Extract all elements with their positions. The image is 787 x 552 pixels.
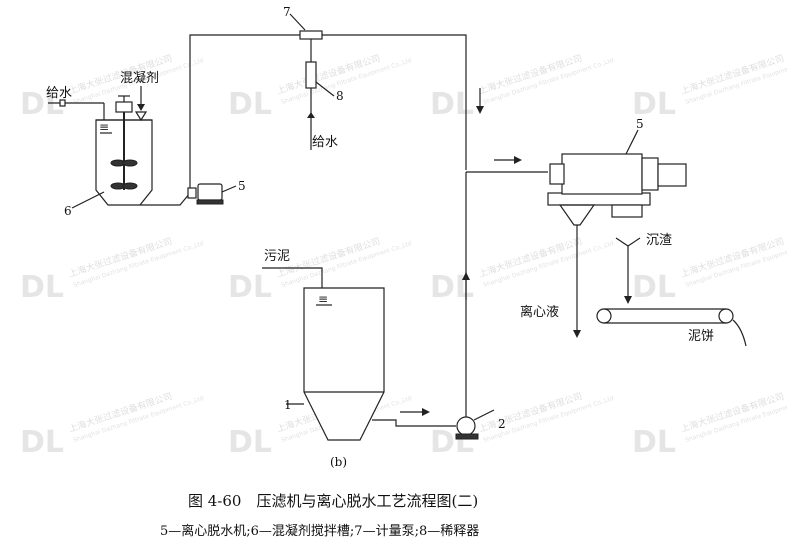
- sediment-drop: [615, 237, 641, 304]
- label-water-in-left: 给水: [46, 86, 72, 101]
- label-sludge: 污泥: [264, 249, 290, 264]
- number-1: 1: [284, 398, 292, 412]
- label-coagulant: 混凝剂: [120, 70, 159, 86]
- sludge-pump-2: [455, 409, 495, 440]
- number-2: 2: [498, 417, 506, 431]
- watermark-logo: DL: [632, 87, 676, 122]
- caption-legend: 5—离心脱水机;6—混凝剂搅拌槽;7—计量泵;8—稀释器: [160, 523, 479, 539]
- diluter-8: [305, 61, 335, 150]
- flow-arrow-right-bottom: [400, 408, 430, 416]
- watermark-logo: DL: [632, 270, 676, 305]
- svg-text:≡: ≡: [99, 120, 109, 134]
- coagulant-arrow: [137, 86, 145, 111]
- flow-arrow-down: [476, 88, 484, 114]
- watermark-logo: DL: [632, 425, 676, 460]
- svg-text:≡: ≡: [318, 292, 328, 306]
- label-diagram-tag: (b): [330, 455, 347, 469]
- sludge-tank-1: ≡: [286, 287, 385, 441]
- belt-conveyor: [596, 308, 747, 347]
- watermark-logo: DL: [228, 270, 272, 305]
- metering-pump-small: [187, 183, 237, 205]
- metering-pump-7: [289, 13, 323, 62]
- coagulant-feed-pipe: [189, 34, 300, 188]
- top-pipe: [322, 34, 467, 170]
- number-8: 8: [336, 89, 344, 103]
- label-water-in-mid: 给水: [312, 135, 338, 150]
- number-5-centrifuge: 5: [636, 117, 644, 131]
- centrifuge-5: [547, 129, 687, 226]
- watermark-logo: DL: [20, 270, 64, 305]
- number-5-pump: 5: [238, 179, 246, 193]
- watermark-logo: DL: [228, 425, 272, 460]
- sludge-inlet-pipe: [262, 267, 323, 288]
- label-cake: 泥饼: [688, 329, 714, 344]
- caption-title: 图 4-60 压滤机与离心脱水工艺流程图(二): [188, 492, 478, 510]
- label-sediment: 沉渣: [646, 233, 672, 248]
- number-7: 7: [283, 5, 291, 19]
- number-6: 6: [64, 204, 72, 218]
- sludge-to-pump-pipe: [372, 419, 456, 427]
- watermark-logo: DL: [20, 425, 64, 460]
- centrate-outlet: [573, 225, 581, 338]
- watermark-logo: DL: [20, 87, 64, 122]
- watermark-logo: DL: [430, 87, 474, 122]
- watermark-logo: DL: [228, 87, 272, 122]
- flow-arrow-right-top: [494, 156, 522, 164]
- label-centrate: 离心液: [520, 304, 559, 320]
- tank-outlet-pipe: [140, 192, 191, 206]
- water-supply-line-left: [48, 99, 105, 120]
- flow-arrow-up: [462, 272, 470, 300]
